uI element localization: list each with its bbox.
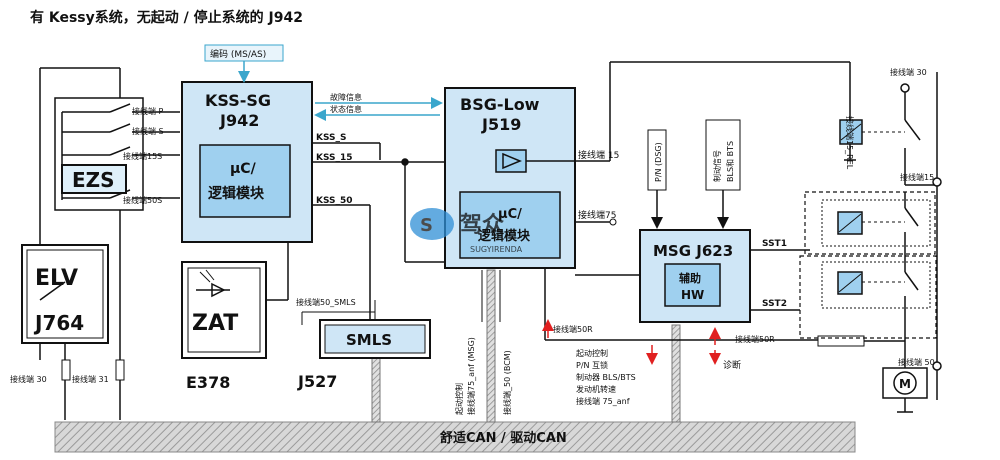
msg-bus-link	[671, 324, 681, 423]
term-30-right-label: 接线端 30	[890, 67, 927, 77]
can-bus	[54, 421, 856, 453]
bsg-mcu-line2: 逻辑模块	[478, 228, 531, 244]
kss-s-label: KSS_S	[316, 133, 347, 143]
j527-label: J527	[297, 372, 337, 391]
kss-sg-code: J942	[219, 111, 259, 130]
watermark-text: 驾众	[460, 212, 504, 238]
kss-sg-mcu	[199, 144, 291, 218]
term-s-label: 接线端 S	[132, 126, 164, 136]
diagnosis-label: 诊断	[723, 359, 741, 371]
smls-bus-link	[371, 349, 381, 423]
term-31-label: 接线端 31	[72, 374, 109, 384]
watermark-sub: SUGYIRENDA	[470, 245, 523, 254]
smls-label: SMLS	[346, 331, 392, 349]
kss-sg-name: KSS-SG	[205, 91, 271, 110]
coding-label: 编码 (MS/AS)	[210, 48, 266, 60]
diag-info-label: 故障信息	[330, 92, 362, 102]
bsg-name: BSG-Low	[460, 95, 540, 114]
e378-label: E378	[186, 373, 230, 392]
pn-dsg-label: P/N (DSG)	[654, 142, 663, 182]
term-15-right-label: 接线端15	[900, 172, 934, 182]
ezs-frame	[54, 97, 144, 211]
kss-50-label: KSS_50	[316, 196, 353, 206]
term-75-label: 接线端75	[578, 209, 616, 221]
svg-text:S: S	[420, 215, 433, 236]
term-30-left-label: 接线端 30	[10, 374, 47, 384]
term75-msg-vertical-label: 接线端75_anf (MSG)	[466, 337, 476, 415]
ezs-label: EZS	[72, 168, 115, 192]
msg-hw	[664, 263, 721, 307]
list-item: 制动器 BLS/BTS	[576, 372, 636, 382]
elv-frame	[21, 244, 109, 344]
list-item: 起动控制	[576, 348, 608, 358]
status-info-label: 状态信息	[330, 104, 362, 114]
page-title: 有 Kessy系统，无起动 / 停止系统的 J942	[30, 9, 303, 26]
relay-group-2	[799, 255, 937, 339]
term-50r-left-label: 接线端50R	[553, 324, 593, 334]
relay-group-1	[804, 191, 936, 255]
bsg-mcu-line1: µC/	[498, 207, 522, 222]
elv-name: ELV	[35, 266, 78, 291]
bsg-bus-link	[486, 269, 496, 423]
kss-mcu-line2: 逻辑模块	[208, 185, 265, 202]
term-15s-label: 接线端15S	[123, 151, 162, 161]
sst1-label: SST1	[762, 239, 787, 249]
term-50r-right-label: 接线端50R	[735, 334, 775, 344]
list-item: 发动机转速	[576, 384, 616, 394]
zat-frame	[181, 261, 267, 359]
elv-code: J764	[33, 311, 84, 335]
sst2-label: SST2	[762, 299, 787, 309]
term-50s-label: 接线端50S	[123, 195, 162, 205]
can-bus-label: 舒适CAN / 驱动CAN	[440, 430, 567, 446]
msg-hw-line1: 辅助	[679, 271, 701, 285]
signal-list: 起动控制 P/N 互锁 制动器 BLS/BTS 发动机转速 接线端 75_anf	[576, 348, 636, 406]
ezs-block	[61, 164, 127, 194]
bsg-mcu	[459, 191, 561, 259]
list-item: 接线端 75_anf	[576, 396, 630, 406]
msg-hw-line2: HW	[681, 288, 704, 302]
list-item: P/N 互锁	[576, 360, 608, 370]
term-50-right-label: 接线端 50	[898, 357, 935, 367]
start-control-vertical-label: 起动控制	[454, 383, 464, 415]
term-15-label: 接线端 15	[578, 149, 619, 161]
motor-label: M	[899, 377, 911, 391]
term-50-smls-label: 接线端50_SMLS	[296, 297, 356, 307]
term-15-rel-label: 接线端15_REL	[845, 116, 855, 170]
kss-15-label: KSS_15	[316, 153, 353, 163]
kss-mcu-line1: µC/	[230, 161, 257, 177]
zat-label: ZAT	[192, 311, 238, 336]
term50-bcm-vertical-label: 接线端_50 (BCM)	[502, 350, 512, 415]
watermark: S 驾众 SUGYIRENDA	[410, 208, 523, 254]
bls-bts-label: BLS和 BTS	[726, 141, 735, 182]
brake-signal-label: 制动信号	[712, 150, 722, 182]
term-p-label: 接线端 P	[132, 106, 164, 116]
bsg-code: J519	[481, 115, 521, 134]
msg-name: MSG J623	[653, 242, 733, 260]
